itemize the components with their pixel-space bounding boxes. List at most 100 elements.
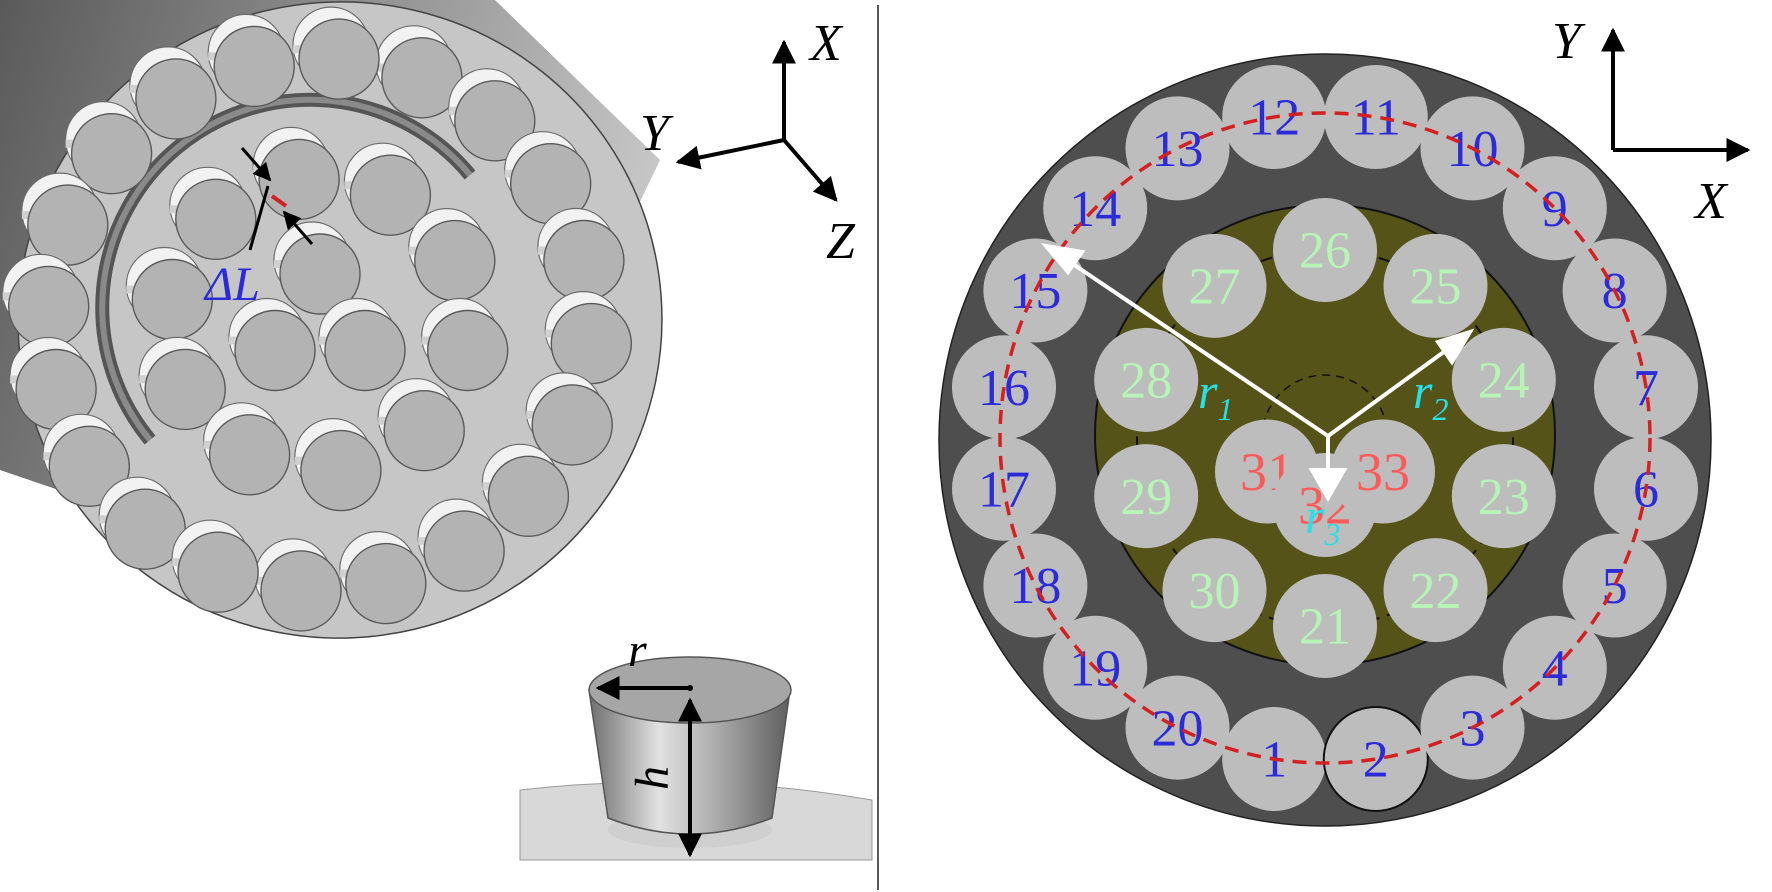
pin-3d [417, 498, 505, 592]
outer-ring-pin: 2 [1322, 706, 1429, 812]
middle-ring-pin-circle [1383, 538, 1488, 643]
middle-ring-pin-circle [1094, 444, 1199, 549]
middle-ring-pin-circle [1383, 233, 1488, 338]
axis-x-label-2d: X [1693, 173, 1729, 230]
pin-3d [129, 46, 217, 140]
pin-3d [408, 208, 496, 302]
middle-ring-pin-label: 30 [1189, 563, 1241, 620]
pin-array-3d [2, 6, 632, 632]
outer-ring-pin: 11 [1323, 65, 1428, 169]
pin-3d [318, 297, 406, 392]
outer-ring-pin-label: 15 [1009, 263, 1061, 320]
axis-x-label-3d: X [808, 15, 844, 72]
pin-3d [64, 101, 153, 195]
pin-3d [537, 207, 625, 302]
middle-ring-pin: 25 [1383, 233, 1488, 338]
outer-ring-pin-circle [1502, 156, 1607, 261]
middle-ring-pin: 29 [1094, 444, 1199, 549]
pin-3d [254, 538, 342, 632]
pin-3d [98, 476, 186, 570]
axis-z-label-3d: Z [826, 213, 856, 270]
pin-3d [171, 519, 259, 613]
middle-ring-pin-circle [1451, 327, 1556, 432]
gap-label: ΔL [203, 258, 260, 311]
axes-2d [1601, 27, 1751, 162]
pin-3d [2, 253, 90, 348]
outer-ring-path [998, 111, 1652, 765]
pin-3d [125, 246, 214, 341]
r2-label: r2 [1413, 363, 1448, 427]
outer-ring-pin-circle [1322, 706, 1429, 812]
axis-y-label-2d: Y [1552, 13, 1586, 70]
outer-ring-pin-label: 13 [1152, 121, 1204, 178]
middle-ring-pin-label: 26 [1299, 223, 1351, 280]
inner-ring-pin-label: 33 [1356, 442, 1410, 502]
pin-3d [228, 297, 316, 392]
radius-label-inset: r [628, 624, 647, 677]
pin-3d [21, 172, 109, 266]
outer-ring-pin-circle [1323, 65, 1428, 169]
axis-y-label-3d: Y [640, 105, 674, 162]
outer-ring-pin: 9 [1502, 156, 1607, 261]
radius-arrows [1040, 243, 1475, 503]
middle-ring-pin: 23 [1451, 444, 1556, 549]
middle-ring-pin-circle [1273, 574, 1377, 678]
inner-ring-pin-circle [1331, 419, 1435, 524]
pin-3d [339, 530, 427, 625]
pin-3d [504, 131, 592, 225]
outer-ring-pin-circle [1125, 675, 1230, 780]
r1-label: r1 [1198, 363, 1233, 427]
pin-3d [525, 372, 613, 466]
middle-ring-pin-circle [1094, 327, 1199, 432]
middle-ring-pin: 27 [1162, 233, 1267, 338]
pin-3d [448, 68, 536, 162]
inner-ring-pin: 33 [1331, 419, 1435, 524]
middle-ring-pin-label: 27 [1189, 259, 1241, 316]
pin-3d [138, 336, 226, 431]
outer-ring-pin-label: 9 [1542, 181, 1568, 238]
gap-indicator [240, 147, 314, 251]
height-label-inset: h [626, 766, 679, 790]
outer-ring-pin: 13 [1125, 96, 1230, 201]
outer-ring-pin: 18 [983, 533, 1088, 638]
pin-3d [481, 443, 570, 537]
pin-3d [544, 291, 632, 385]
pin-3d [169, 166, 257, 261]
middle-ring-pin: 22 [1383, 538, 1488, 643]
outer-ring-pin-circle [1562, 533, 1667, 638]
r3-label: r3 [1305, 488, 1340, 552]
middle-ring-pin-label: 25 [1410, 259, 1462, 316]
pin-3d [421, 297, 509, 392]
outer-ring-pin: 20 [1125, 675, 1230, 780]
pin-3d [207, 13, 295, 108]
middle-ring-pin-circle [1451, 444, 1556, 549]
single-pin-inset [519, 656, 873, 861]
pin-3d [9, 336, 97, 431]
outer-ring-pin-label: 5 [1602, 558, 1628, 615]
middle-ring-pin-circle [1162, 233, 1267, 338]
middle-ring-pin-label: 21 [1299, 599, 1351, 656]
middle-ring-pin: 26 [1273, 198, 1377, 302]
left-panel: ΔL X Y Z r h [0, 0, 873, 861]
middle-ring-pin: 21 [1273, 574, 1377, 678]
pin-3d [203, 402, 291, 496]
pin-3d [42, 413, 131, 507]
pin-3d [294, 418, 382, 512]
middle-ring-pin: 30 [1162, 538, 1267, 643]
pin-3d [377, 378, 465, 472]
outer-ring-pin-label: 11 [1351, 90, 1401, 147]
middle-ring-pin: 24 [1451, 327, 1556, 432]
middle-ring-pin-label: 23 [1478, 469, 1530, 526]
outer-ring-pin-circle [983, 533, 1088, 638]
outer-ring-pin-label: 20 [1152, 700, 1204, 757]
middle-ring-pin-label: 22 [1410, 563, 1462, 620]
outer-ring-pin-label: 18 [1009, 558, 1061, 615]
axes-3d [675, 39, 838, 202]
middle-ring-pin-label: 29 [1120, 469, 1172, 526]
pin-3d [273, 221, 361, 315]
